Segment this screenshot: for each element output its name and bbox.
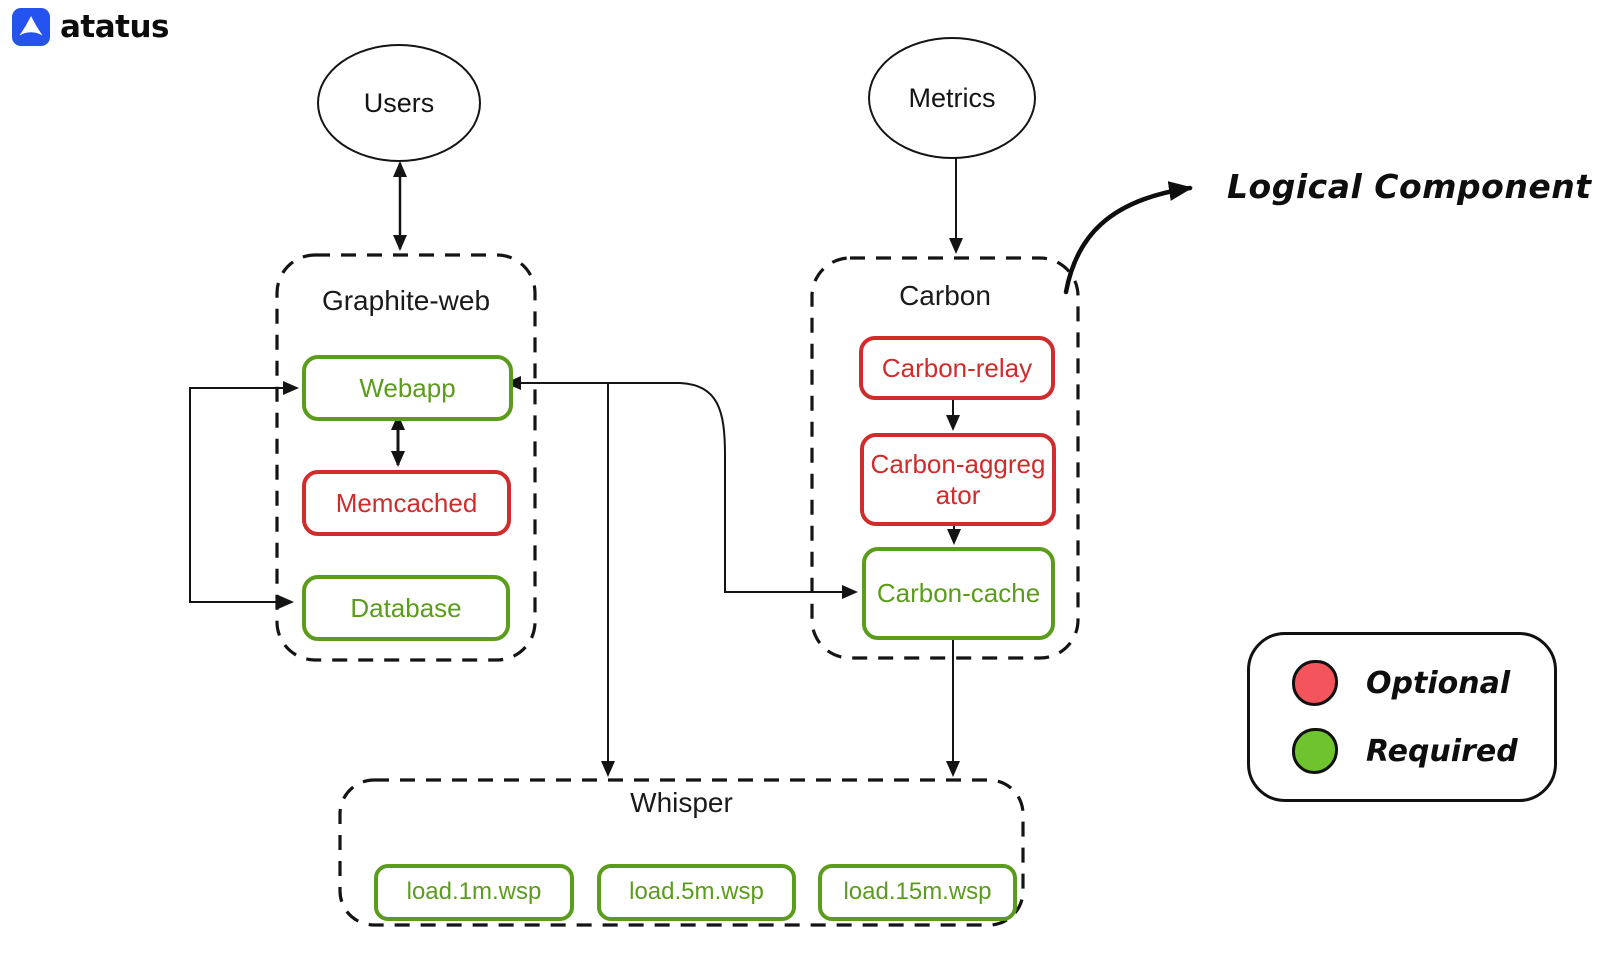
- brand-logo: atatus: [12, 8, 170, 46]
- metrics-node: Metrics: [868, 37, 1036, 159]
- brand-name: atatus: [60, 9, 170, 45]
- graphite-web-group: Graphite-web: [277, 255, 535, 660]
- legend-row-optional: Optional: [1292, 660, 1510, 706]
- carbon-aggregator-node: Carbon-aggregator: [860, 433, 1056, 526]
- carbon-aggregator-label: Carbon-aggregator: [870, 448, 1046, 510]
- graphite-web-title: Graphite-web: [321, 285, 491, 316]
- arrow-webapp-carboncache: [505, 376, 858, 599]
- legend: Optional Required: [1247, 632, 1557, 802]
- legend-required-label: Required: [1366, 733, 1518, 769]
- database-label: Database: [350, 592, 462, 623]
- wsp-file-5m-label: load.5m.wsp: [629, 878, 764, 906]
- arrow-logical-component-callout: [1063, 181, 1193, 295]
- metrics-label: Metrics: [908, 82, 996, 113]
- memcached-label: Memcached: [335, 487, 478, 518]
- graphite-web-group-outline: [275, 253, 537, 662]
- carbon-cache-node: Carbon-cache: [862, 547, 1055, 640]
- carbon-relay-label: Carbon-relay: [881, 352, 1033, 383]
- legend-optional-label: Optional: [1366, 665, 1511, 701]
- carbon-title: Carbon: [899, 280, 991, 311]
- wsp-file-15m-label: load.15m.wsp: [843, 878, 992, 906]
- whisper-group-outline: [338, 778, 1025, 927]
- atatus-arrow-icon: [12, 8, 50, 46]
- optional-color-dot: [1292, 660, 1338, 706]
- memcached-node: Memcached: [302, 470, 511, 536]
- users-node: Users: [317, 44, 481, 162]
- logical-component-annotation: Logical Component: [1227, 167, 1592, 206]
- webapp-node: Webapp: [302, 355, 513, 421]
- users-label: Users: [363, 87, 435, 118]
- wsp-file-1m-node: load.1m.wsp: [374, 864, 574, 921]
- whisper-group: Whisper: [340, 780, 1023, 925]
- wsp-file-5m-node: load.5m.wsp: [597, 864, 796, 921]
- wsp-file-1m-label: load.1m.wsp: [406, 878, 542, 906]
- carbon-group: Carbon: [812, 258, 1078, 658]
- webapp-label: Webapp: [359, 372, 456, 403]
- wsp-file-15m-node: load.15m.wsp: [818, 864, 1017, 921]
- legend-row-required: Required: [1292, 728, 1518, 774]
- database-node: Database: [302, 575, 510, 641]
- required-color-dot: [1292, 728, 1338, 774]
- carbon-relay-node: Carbon-relay: [859, 336, 1055, 400]
- whisper-title: Whisper: [630, 787, 733, 818]
- arrow-webapp-database-loop: [189, 381, 299, 609]
- carbon-cache-label: Carbon-cache: [876, 578, 1041, 609]
